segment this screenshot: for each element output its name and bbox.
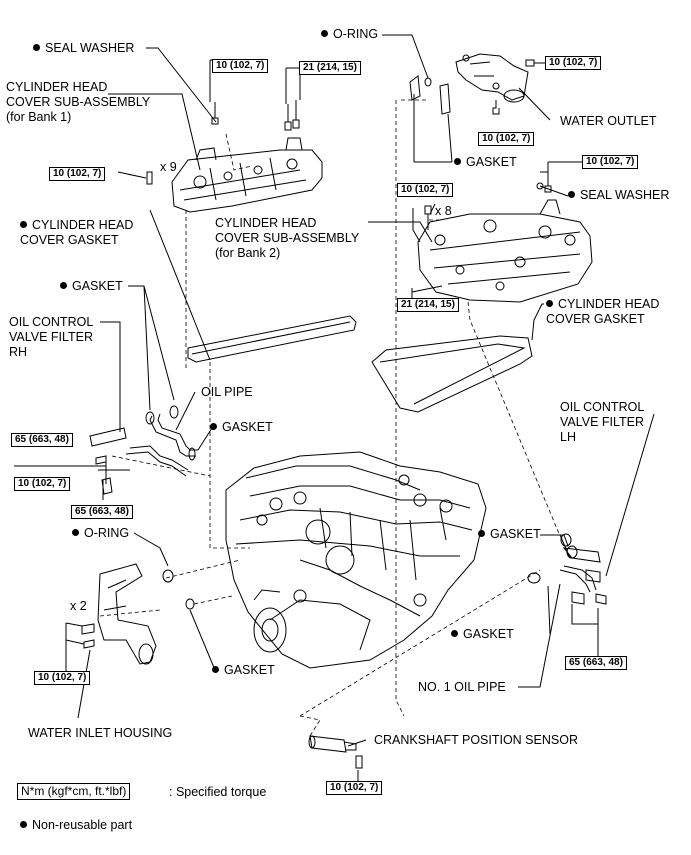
legend-torque-box: N*m (kgf*cm, ft.*lbf) xyxy=(17,783,131,800)
torque-box: 21 (214, 15) xyxy=(299,61,361,75)
torque-box: 65 (663, 48) xyxy=(565,656,627,670)
label-seal-washer-2: SEAL WASHER xyxy=(568,188,669,203)
label-cover-gasket-bank2: CYLINDER HEAD COVER GASKET xyxy=(546,297,660,326)
torque-box: 10 (102, 7) xyxy=(582,155,639,169)
label-gasket-right-upper: GASKET xyxy=(478,527,541,542)
no1-oil-pipe xyxy=(527,533,607,605)
label-cylinder-head-cover-bank2: CYLINDER HEAD COVER SUB-ASSEMBLY (for Ba… xyxy=(215,216,360,260)
multiplier-x2: x 2 xyxy=(70,599,87,613)
dashed-lines xyxy=(99,99,561,737)
label-ocv-filter-rh: OIL CONTROL VALVE FILTER RH xyxy=(9,315,94,359)
label-gasket-left: GASKET xyxy=(60,279,123,294)
legend-torque-text: : Specified torque xyxy=(169,785,267,799)
torque-box: 10 (102, 7) xyxy=(34,671,91,685)
label-water-inlet-housing: WATER INLET HOUSING xyxy=(28,726,173,740)
label-seal-washer-1: SEAL WASHER xyxy=(33,41,134,56)
label-no1-oil-pipe: NO. 1 OIL PIPE xyxy=(418,680,506,694)
label-crankshaft-position-sensor: CRANKSHAFT POSITION SENSOR xyxy=(374,733,578,747)
torque-box: 10 (102, 7) xyxy=(478,132,535,146)
label-gasket-right-lower: GASKET xyxy=(451,627,514,642)
torque-box: 10 (102, 7) xyxy=(326,781,383,795)
label-gasket-oil-pipe: GASKET xyxy=(210,420,273,435)
label-cover-gasket-bank1: CYLINDER HEAD COVER GASKET xyxy=(20,218,134,247)
torque-box: 10 (102, 7) xyxy=(14,477,71,491)
torque-box: 65 (663, 48) xyxy=(11,433,73,447)
cylinder-head-cover-bank2 xyxy=(417,199,593,303)
label-o-ring-inlet: O-RING xyxy=(72,526,129,541)
oil-pipe-rh xyxy=(89,405,198,495)
label-gasket-outlet: GASKET xyxy=(454,155,517,170)
water-outlet-part xyxy=(409,53,545,115)
water-inlet-housing-part xyxy=(81,563,195,665)
multiplier-x9: x 9 xyxy=(160,160,177,174)
torque-box: 65 (663, 48) xyxy=(71,505,133,519)
leader-lines xyxy=(14,34,655,784)
torque-box: 10 (102, 7) xyxy=(545,56,602,70)
engine-block xyxy=(225,451,487,669)
cylinder-head-cover-bank1 xyxy=(171,137,323,213)
label-water-outlet: WATER OUTLET xyxy=(560,114,657,128)
label-gasket-inlet: GASKET xyxy=(212,663,275,678)
label-o-ring-top: O-RING xyxy=(321,27,378,42)
multiplier-x8: x 8 xyxy=(435,204,452,218)
legend-nonreusable: Non-reusable part xyxy=(20,818,132,833)
crankshaft-position-sensor xyxy=(308,735,363,769)
torque-box: 10 (102, 7) xyxy=(49,167,106,181)
torque-box: 21 (214, 15) xyxy=(397,298,459,312)
label-ocv-filter-lh: OIL CONTROL VALVE FILTER LH xyxy=(560,400,645,444)
torque-box: 10 (102, 7) xyxy=(397,183,454,197)
label-oil-pipe: OIL PIPE xyxy=(201,385,253,399)
cover-gasket-bank2 xyxy=(371,335,533,413)
label-cylinder-head-cover-bank1: CYLINDER HEAD COVER SUB-ASSEMBLY (for Ba… xyxy=(6,80,151,124)
cover-gasket-bank1 xyxy=(187,315,357,363)
torque-box: 10 (102, 7) xyxy=(212,59,269,73)
